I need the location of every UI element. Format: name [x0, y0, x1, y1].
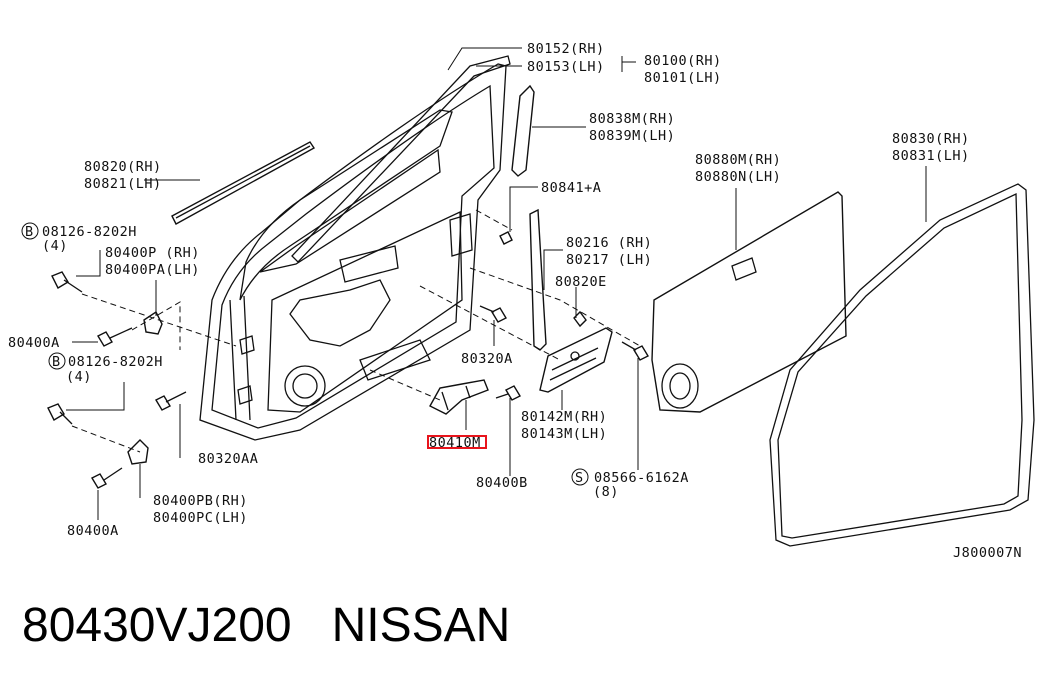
door-weatherstrip	[769, 183, 1035, 547]
label-bolt-08126-2: 08126-8202H	[68, 354, 163, 370]
label-80820e: 80820E	[555, 274, 607, 290]
label-80100: 80100(RH)	[644, 53, 722, 69]
brand-name: NISSAN	[331, 599, 511, 652]
bolt-08126-bottom	[47, 403, 73, 425]
label-80880m: 80880M(RH)	[695, 152, 781, 168]
leader-lines	[66, 47, 927, 520]
label-screw-08566-qty: (8)	[593, 484, 619, 500]
screw-08566	[621, 341, 649, 361]
label-80320aa: 80320AA	[198, 451, 258, 467]
bolt-08126-top	[51, 271, 83, 293]
sash-seal	[291, 55, 511, 263]
label-screw-08566: 08566-6162A	[594, 470, 689, 486]
label-80831: 80831(LH)	[892, 148, 970, 164]
clip-80820e	[573, 310, 587, 328]
caption: 80430VJ200 NISSAN	[22, 598, 510, 653]
label-80320a: 80320A	[461, 351, 513, 367]
marker-b-1: B	[25, 224, 34, 240]
label-80217: 80217 (LH)	[566, 252, 652, 268]
bracket-80400p	[143, 310, 163, 335]
label-80400pa: 80400PA(LH)	[105, 262, 200, 278]
label-bolt-08126-1: 08126-8202H	[42, 224, 137, 240]
bracket-80400pb	[127, 439, 149, 465]
label-bolt-08126-2-qty: (4)	[66, 369, 92, 385]
part-number: 80430VJ200	[22, 599, 292, 652]
label-80410m: 80410M	[429, 435, 481, 451]
part-labels: 80152(RH) 80153(LH) 80100(RH) 80101(LH) …	[8, 41, 1022, 560]
sash-molding	[511, 84, 535, 177]
label-80216: 80216 (RH)	[566, 235, 652, 251]
label-80830: 80830(RH)	[892, 131, 970, 147]
outer-molding-strip	[171, 141, 316, 225]
clip-80841	[499, 231, 513, 245]
label-80400a-2: 80400A	[67, 523, 119, 539]
bolts	[47, 271, 649, 489]
label-80841: 80841+A	[541, 180, 601, 196]
label-80142: 80142M(RH)	[521, 409, 607, 425]
door-shell	[199, 63, 507, 441]
label-80143: 80143M(LH)	[521, 426, 607, 442]
label-80400b: 80400B	[476, 475, 528, 491]
bolt-80400a-1	[97, 327, 133, 347]
label-80880n: 80880N(LH)	[695, 169, 781, 185]
bolt-80320aa	[155, 391, 187, 411]
bolt-80320a	[479, 305, 507, 323]
label-bolt-08126-1-qty: (4)	[42, 238, 68, 254]
label-80839: 80839M(LH)	[589, 128, 675, 144]
glass-run-channel	[529, 208, 547, 351]
door-trim-panel	[651, 191, 847, 413]
label-80400p: 80400P (RH)	[105, 245, 200, 261]
label-80400pb: 80400PB(RH)	[153, 493, 248, 509]
diagram-code: J800007N	[953, 545, 1022, 560]
label-80152: 80152(RH)	[527, 41, 605, 57]
hinge-80410m	[429, 379, 489, 415]
circle-markers	[21, 222, 589, 486]
highlight-box	[427, 435, 487, 449]
marker-s: S	[575, 470, 584, 486]
label-80820: 80820(RH)	[84, 159, 162, 175]
label-80400pc: 80400PC(LH)	[153, 510, 248, 526]
bolt-80400a-2	[91, 467, 123, 489]
marker-b-2: B	[52, 354, 61, 370]
label-80838: 80838M(RH)	[589, 111, 675, 127]
dashed-guides	[71, 209, 641, 453]
label-80153: 80153(LH)	[527, 59, 605, 75]
door-parts-diagram: 80152(RH) 80153(LH) 80100(RH) 80101(LH) …	[8, 41, 1035, 560]
bracket-80142m	[539, 327, 613, 393]
label-80821: 80821(LH)	[84, 176, 162, 192]
bolt-80400b	[495, 385, 521, 401]
label-80400a-1: 80400A	[8, 335, 60, 351]
label-80101: 80101(LH)	[644, 70, 722, 86]
